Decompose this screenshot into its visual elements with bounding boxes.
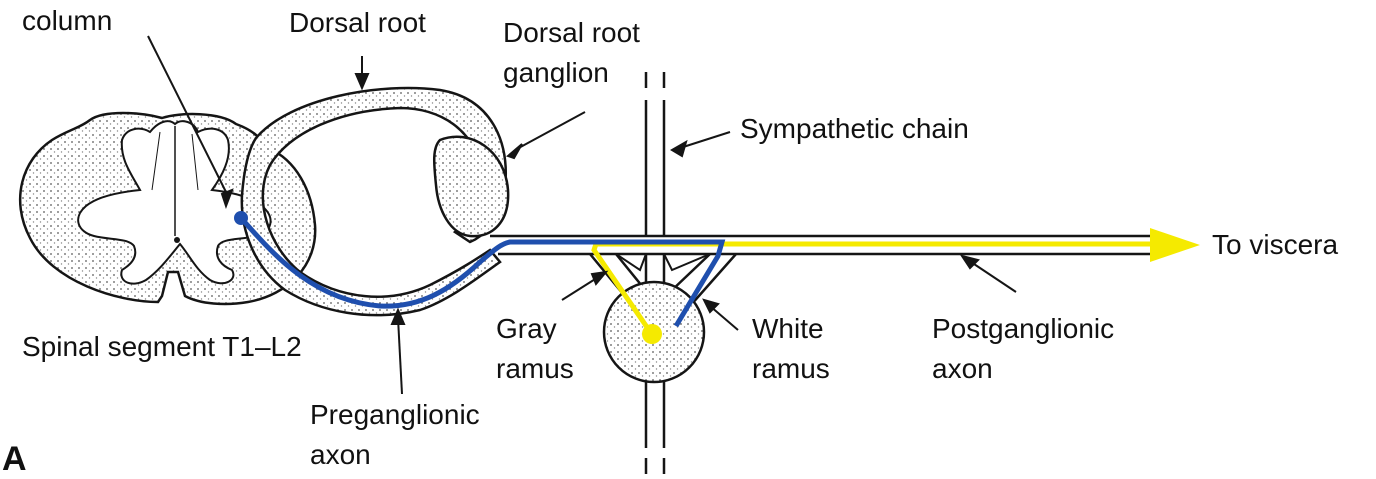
central-canal: [174, 237, 180, 243]
gray-ramus-label-line1: Gray: [496, 312, 557, 346]
preganglionic-label-line2: axon: [310, 438, 371, 472]
postganglionic-cell-body: [642, 324, 662, 344]
gray-ramus-label-line2: ramus: [496, 352, 574, 386]
white-ramus-label-line1: White: [752, 312, 824, 346]
dorsal-root-ganglion-label-line2: ganglion: [503, 56, 609, 90]
spinal-segment-label: Spinal segment T1–L2: [22, 330, 302, 364]
white-ramus-label-line2: ramus: [752, 352, 830, 386]
postganglionic-label-line1: Postganglionic: [932, 312, 1114, 346]
gray-ramus-junction: [616, 254, 646, 270]
column-label: column: [22, 4, 112, 38]
preganglionic-label-line1: Preganglionic: [310, 398, 480, 432]
dorsal-root-label: Dorsal root: [289, 6, 426, 40]
to-viscera-label: To viscera: [1212, 228, 1338, 262]
sympathetic-chain-label: Sympathetic chain: [740, 112, 969, 146]
viscera-arrowhead: [1150, 228, 1200, 262]
sympathetic-chain: [646, 72, 664, 474]
panel-letter: A: [2, 440, 27, 479]
dorsal-root-ganglion-label-line1: Dorsal root: [503, 16, 640, 50]
preganglionic-cell-body: [234, 211, 248, 225]
postganglionic-label-line2: axon: [932, 352, 993, 386]
